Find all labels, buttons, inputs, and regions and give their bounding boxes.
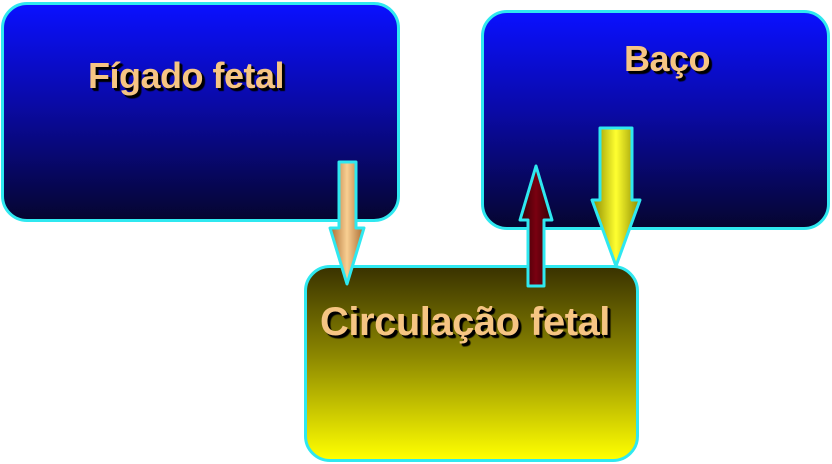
arrow-spleen-to-circulation (590, 126, 642, 268)
fetal-circulation-label: Circulação fetal (320, 300, 610, 344)
arrow-liver-to-circulation (328, 160, 366, 286)
node-fetal-circulation (304, 265, 639, 462)
fetal-liver-label: Fígado fetal (88, 55, 285, 96)
node-fetal-liver (1, 2, 400, 222)
spleen-label: Baço (624, 38, 711, 79)
arrow-circulation-to-spleen (518, 164, 554, 288)
